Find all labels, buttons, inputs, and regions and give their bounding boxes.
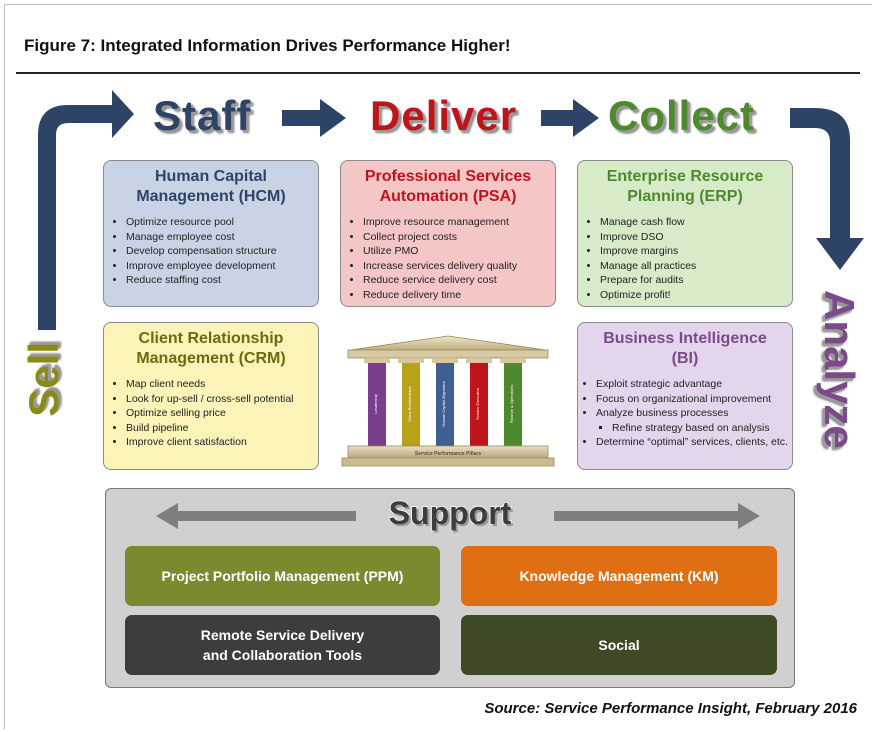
stage-analyze: Analyze <box>815 289 864 450</box>
list-item: Increase services delivery quality <box>363 259 555 274</box>
list-item: Improve DSO <box>600 230 792 245</box>
list-item: Develop compensation structure <box>126 244 318 259</box>
psa-title: Professional Services Automation (PSA) <box>364 168 532 205</box>
stage-collect: Collect <box>607 91 756 140</box>
hcm-box: Human Capital Management (HCM) Optimize … <box>103 160 319 307</box>
crm-title: Client Relationship Management (CRM) <box>136 330 286 367</box>
erp-title: Enterprise Resource Planning (ERP) <box>606 168 764 205</box>
support-panel: Support Project Portfolio Management (PP… <box>105 488 795 688</box>
list-item: Optimize profit! <box>600 288 792 303</box>
bi-title: Business Intelligence (BI) <box>603 330 767 367</box>
list-item: Reduce service delivery cost <box>363 273 555 288</box>
pillars-beam <box>347 349 549 359</box>
list-item: Manage employee cost <box>126 230 318 245</box>
list-item: Analyze business processes <box>596 406 792 421</box>
pillar-finance-operations <box>500 358 526 446</box>
hcm-title: Human Capital Management (HCM) <box>136 168 286 205</box>
pillars-base-label: Service Performance Pillars <box>415 451 481 457</box>
pillar-leadership <box>364 358 390 446</box>
pillar-label: Leadership <box>373 393 378 414</box>
source-caption: Source: Service Performance Insight, Feb… <box>484 700 857 717</box>
collect-to-analyze-arrow <box>790 108 864 270</box>
list-item: Optimize resource pool <box>126 215 318 230</box>
stage-staff: Staff <box>152 91 252 140</box>
pillar-label: Finance & Operations <box>509 385 514 424</box>
psa-box: Professional Services Automation (PSA) I… <box>340 160 556 307</box>
list-sub-item: Refine strategy based on analysis <box>612 421 792 436</box>
pillar-label: Human Capital Alignment <box>441 381 446 427</box>
support-right-arrow <box>554 503 760 529</box>
crm-box: Client Relationship Management (CRM) Map… <box>103 322 319 470</box>
stage-deliver: Deliver <box>369 91 518 140</box>
list-item: Prepare for audits <box>600 273 792 288</box>
list-item: Manage cash flow <box>600 215 792 230</box>
ppm-box: Project Portfolio Management (PPM) <box>125 546 440 606</box>
list-item: Utilize PMO <box>363 244 555 259</box>
list-item: Improve margins <box>600 244 792 259</box>
list-item: Improve employee development <box>126 259 318 274</box>
list-item: Optimize selling price <box>126 406 318 421</box>
pillars-roof <box>349 335 547 351</box>
list-item: Focus on organizational improvement <box>596 392 792 407</box>
crm-list: Map client needs Look for up-sell / cros… <box>104 377 318 450</box>
staff-to-deliver-arrow <box>282 99 346 137</box>
list-item: Determine “optimal” services, clients, e… <box>596 435 792 450</box>
figure-frame <box>4 4 872 729</box>
service-performance-pillars: Leadership Client Relationships Human Ca… <box>341 335 555 467</box>
support-left-arrow <box>156 503 356 529</box>
bi-box: Business Intelligence (BI) Exploit strat… <box>577 322 793 470</box>
support-title: Support <box>388 494 512 532</box>
list-item: Improve client satisfaction <box>126 435 318 450</box>
list-item: Collect project costs <box>363 230 555 245</box>
social-box: Social <box>461 615 777 675</box>
sell-to-staff-arrow <box>38 90 134 330</box>
list-item: Improve resource management <box>363 215 555 230</box>
support-arrows <box>156 503 760 529</box>
stage-sell: Sell <box>19 341 68 418</box>
hcm-list: Optimize resource pool Manage employee c… <box>104 215 318 288</box>
km-box: Knowledge Management (KM) <box>461 546 777 606</box>
pillar-label: Service Execution <box>475 388 480 420</box>
list-item: Manage all practices <box>600 259 792 274</box>
title-divider <box>16 72 860 74</box>
deliver-to-collect-arrow <box>541 99 599 137</box>
pillar-client-relationships <box>398 358 424 446</box>
list-item: Build pipeline <box>126 421 318 436</box>
list-item: Reduce delivery time <box>363 288 555 303</box>
bi-list: Exploit strategic advantage Focus on org… <box>578 377 792 450</box>
psa-list: Improve resource management Collect proj… <box>341 215 555 302</box>
pillar-service-execution <box>466 358 492 446</box>
pillar-label: Client Relationships <box>407 386 412 421</box>
list-item: Look for up-sell / cross-sell potential <box>126 392 318 407</box>
erp-list: Manage cash flow Improve DSO Improve mar… <box>578 215 792 302</box>
list-item: Reduce staffing cost <box>126 273 318 288</box>
list-item: Map client needs <box>126 377 318 392</box>
figure-title: Figure 7: Integrated Information Drives … <box>24 36 511 55</box>
list-item: Exploit strategic advantage <box>596 377 792 392</box>
remote-delivery-box: Remote Service Delivery and Collaboratio… <box>125 615 440 675</box>
erp-box: Enterprise Resource Planning (ERP) Manag… <box>577 160 793 307</box>
pillar-human-capital-alignment <box>432 358 458 446</box>
